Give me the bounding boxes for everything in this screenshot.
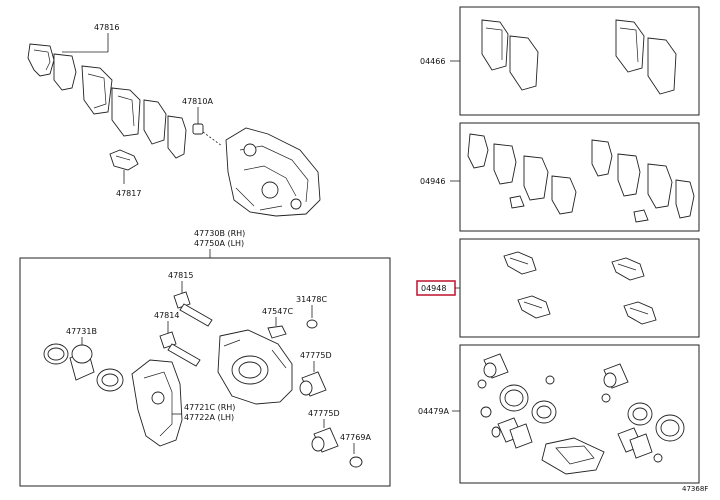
pad-shim-group: 47816 47810A 47817 <box>27 23 223 198</box>
caliper-subassembly-box <box>19 257 391 487</box>
label-04479A[interactable]: 04479A <box>418 407 449 416</box>
label-47731B[interactable]: 47731B <box>66 327 97 336</box>
shim-outer <box>27 43 55 77</box>
shim-inner <box>53 53 77 91</box>
caliper-parts: 47815 47814 47547C 31478C 47731B 47721C … <box>43 271 371 468</box>
grease-packet <box>541 437 605 475</box>
brake-pad-inner <box>111 87 141 137</box>
wear-indicator <box>109 149 139 171</box>
bleeder-plug <box>192 123 204 135</box>
kit-04479A-box <box>459 344 700 484</box>
label-31478C[interactable]: 31478C <box>296 295 327 304</box>
shim-3 <box>143 99 167 145</box>
kit-04466-pads <box>481 19 677 95</box>
kit-04948-clips <box>503 251 657 325</box>
label-47815[interactable]: 47815 <box>168 271 193 280</box>
label-47816[interactable]: 47816 <box>94 23 119 32</box>
caliper-bracket <box>225 127 321 217</box>
label-47722A[interactable]: 47722A (LH) <box>184 413 234 422</box>
label-47817[interactable]: 47817 <box>116 189 141 198</box>
bleeder-screw <box>267 325 287 339</box>
guide-pin-upper <box>179 303 213 327</box>
bleeder-cap <box>306 319 318 329</box>
label-47769A[interactable]: 47769A <box>340 433 371 442</box>
kit-04466-box <box>459 6 700 116</box>
shim-4 <box>167 115 187 159</box>
label-47810A[interactable]: 47810A <box>182 97 213 106</box>
label-04946[interactable]: 04946 <box>420 177 445 186</box>
kit-04948-box <box>459 238 700 338</box>
brake-pad-outer <box>81 65 113 115</box>
label-47750A[interactable]: 47750A (LH) <box>194 239 244 248</box>
kit-04946-pads <box>467 133 695 223</box>
label-47775D-upper[interactable]: 47775D <box>300 351 332 360</box>
guide-pin-head-upper <box>173 291 191 309</box>
guide-pin-lower <box>167 343 201 367</box>
kit-04946-box <box>459 122 700 232</box>
caliper-bracket-assembly: 47730B (RH) 47750A (LH) <box>194 127 321 258</box>
diagram-ref-code: 47368F <box>682 485 708 493</box>
label-04466[interactable]: 04466 <box>420 57 445 66</box>
dust-boot <box>349 456 363 468</box>
label-47814[interactable]: 47814 <box>154 311 179 320</box>
label-04948[interactable]: 04948 <box>421 284 446 293</box>
kit-04479A-seals <box>477 353 685 475</box>
label-47721C[interactable]: 47721C (RH) <box>184 403 235 412</box>
label-47730B[interactable]: 47730B (RH) <box>194 229 245 238</box>
label-47547C[interactable]: 47547C <box>262 307 293 316</box>
label-47775D-lower[interactable]: 47775D <box>308 409 340 418</box>
